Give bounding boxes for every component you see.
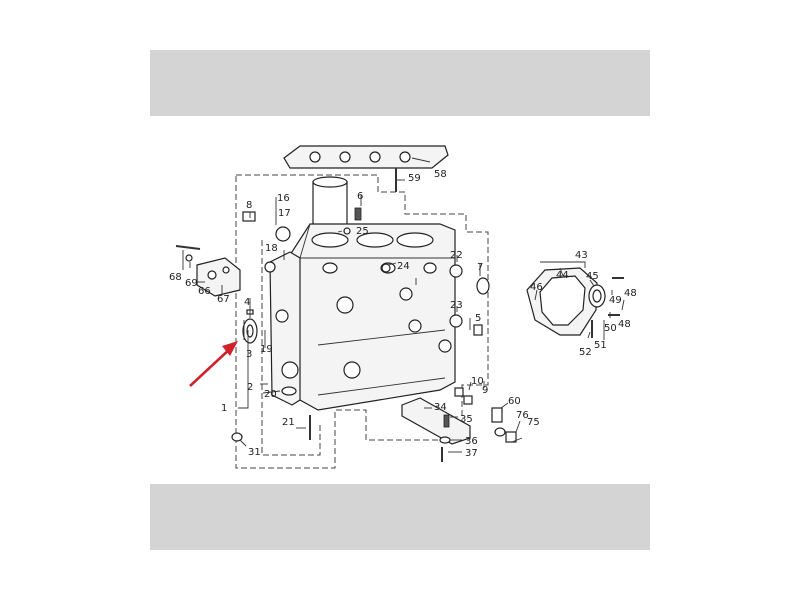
plug-22: [449, 264, 463, 278]
label-43: 43: [575, 250, 588, 261]
label-16: 16: [277, 193, 290, 204]
bottom-gray-band: [150, 484, 650, 550]
label-24: 24: [397, 261, 410, 272]
label-60: 60: [508, 396, 521, 407]
label-23: 23: [450, 300, 463, 311]
part-labels: 1 2 3 4 5 6 7 8 9 10 16 17 18 19 20 21 2…: [169, 169, 637, 459]
label-66: 66: [198, 286, 211, 297]
plug-24: [381, 263, 391, 273]
label-4: 4: [244, 297, 250, 308]
plug-8: [242, 211, 256, 222]
label-76: 76: [516, 410, 529, 421]
label-51: 51: [594, 340, 607, 351]
inner-outline: [261, 240, 321, 456]
screw-35: [443, 414, 450, 428]
label-20: 20: [264, 389, 277, 400]
label-59: 59: [408, 173, 421, 184]
label-50: 50: [604, 323, 617, 334]
label-2: 2: [247, 382, 253, 393]
label-6: 6: [357, 191, 363, 202]
washer-31: [231, 432, 243, 442]
label-1: 1: [221, 403, 227, 414]
label-7: 7: [477, 262, 483, 273]
head-gasket: [283, 145, 449, 169]
label-52: 52: [579, 347, 592, 358]
plug-9: [454, 387, 464, 397]
washer-69: [185, 254, 193, 262]
block-front-plate: [269, 251, 301, 406]
label-35: 35: [460, 414, 473, 425]
label-3: 3: [246, 349, 252, 360]
seal-ring: [242, 318, 258, 344]
label-21: 21: [282, 417, 295, 428]
label-67: 67: [217, 294, 230, 305]
label-31: 31: [248, 447, 261, 458]
label-5: 5: [475, 313, 481, 324]
label-48b: 48: [618, 319, 631, 330]
label-58: 58: [434, 169, 447, 180]
label-22: 22: [450, 250, 463, 261]
engine-block: [287, 223, 456, 411]
plug-10: [463, 395, 473, 405]
label-36: 36: [465, 436, 478, 447]
fitting-60: [491, 407, 503, 423]
label-46: 46: [530, 282, 543, 293]
label-18: 18: [265, 243, 278, 254]
label-34: 34: [434, 402, 447, 413]
label-8: 8: [246, 200, 252, 211]
plug-20: [281, 386, 297, 396]
washer-36: [439, 436, 451, 444]
label-10: 10: [471, 376, 484, 387]
label-69: 69: [185, 278, 198, 289]
rear-cover-plate: [526, 267, 606, 336]
label-75: 75: [527, 417, 540, 428]
label-37: 37: [465, 448, 478, 459]
plug-25: [343, 227, 351, 235]
label-25: 25: [356, 226, 369, 237]
red-arrow: [189, 341, 238, 387]
leader-lines: [182, 157, 625, 453]
label-19: 19: [260, 344, 273, 355]
plug-17: [275, 226, 291, 242]
bracket-34: [401, 397, 471, 445]
bolt-68: [175, 245, 201, 250]
label-44: 44: [556, 270, 569, 281]
plug-5: [473, 324, 483, 336]
bracket-66-67: [196, 257, 241, 297]
plug-23: [449, 314, 463, 328]
fitting-75: [505, 431, 517, 443]
label-45: 45: [586, 271, 599, 282]
label-9: 9: [482, 385, 488, 396]
top-gray-band: [150, 50, 650, 116]
label-48a: 48: [624, 288, 637, 299]
plug-7: [476, 277, 490, 295]
head-gasket-holes: [309, 151, 411, 163]
label-17: 17: [278, 208, 291, 219]
label-68: 68: [169, 272, 182, 283]
plug-18: [264, 261, 276, 273]
washer-76: [494, 427, 506, 437]
label-49: 49: [609, 295, 622, 306]
stud-6: [354, 207, 362, 221]
